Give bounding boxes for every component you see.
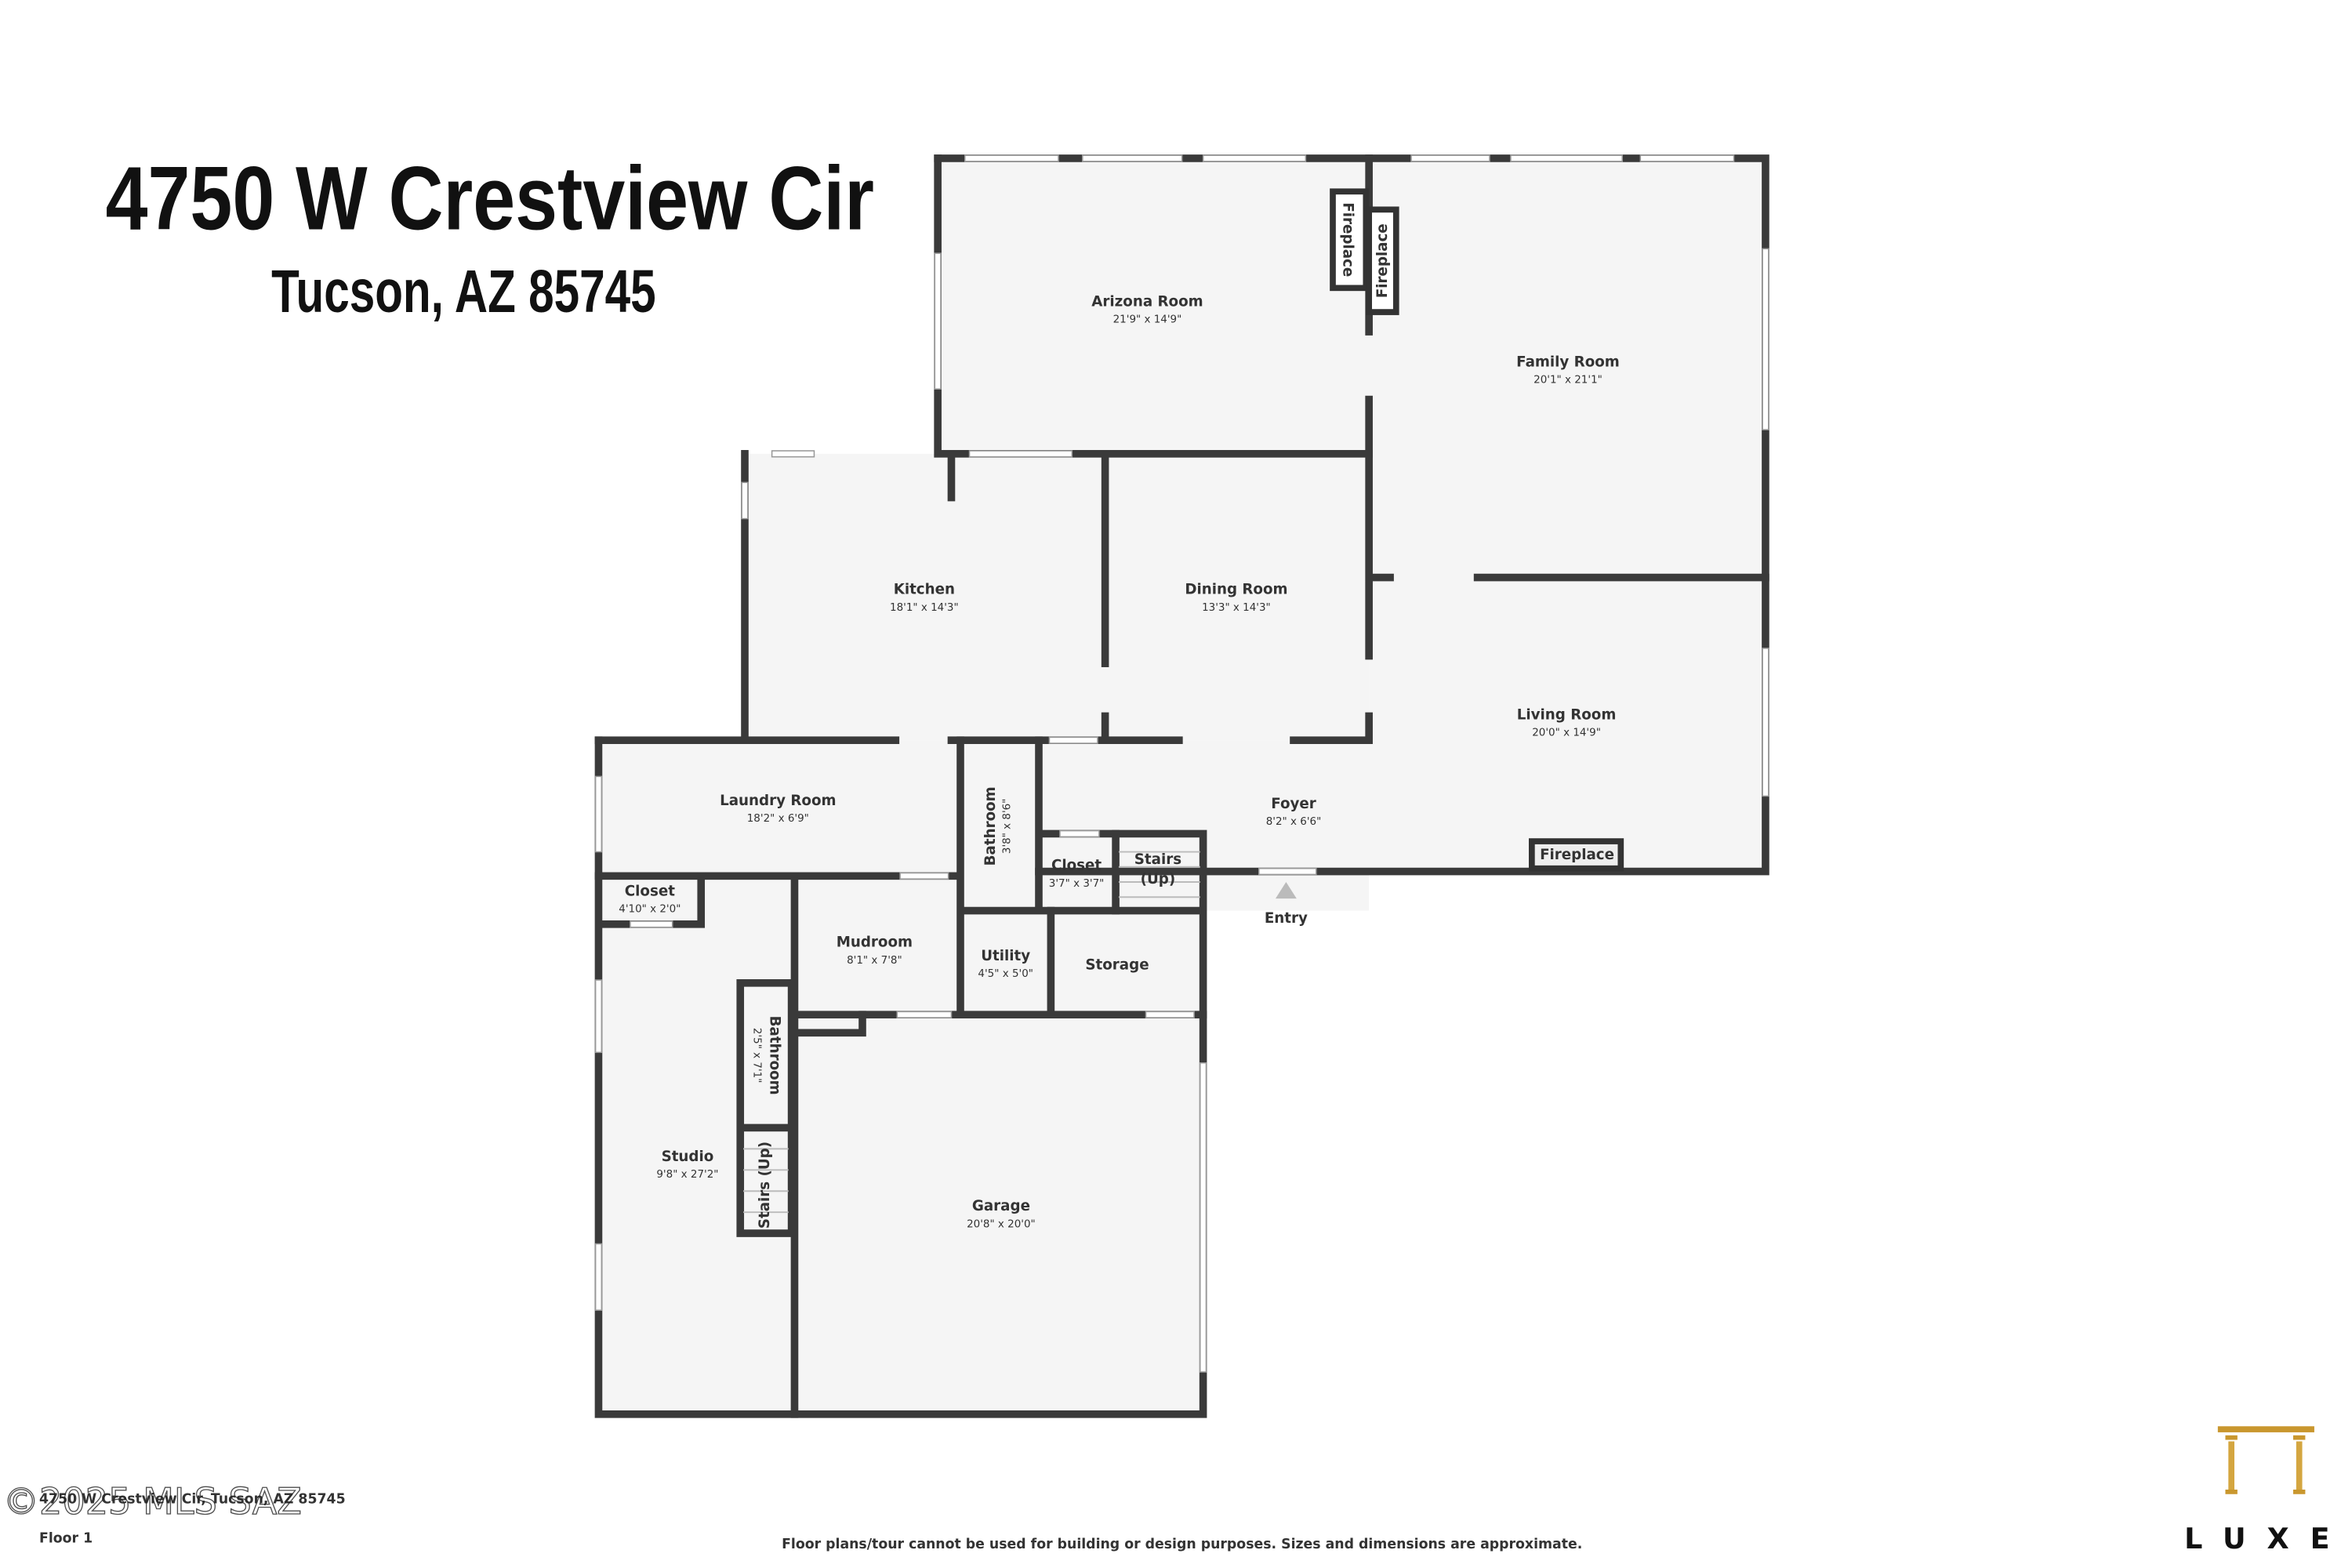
- room-name: Dining Room: [1185, 582, 1287, 598]
- room-dims: 20'1" x 21'1": [1534, 374, 1602, 386]
- room-dims: 2'5" x 7'1": [751, 1028, 763, 1083]
- room-name: (Up): [1141, 871, 1176, 887]
- room-name: Foyer: [1271, 796, 1316, 812]
- room-labels: Arizona Room 21'9" x 14'9" Family Room 2…: [619, 293, 1620, 1230]
- room-dims: 4'5" x 5'0": [978, 968, 1033, 980]
- room-name: Garage: [972, 1198, 1030, 1214]
- address-title: 4750 W Crestview Cir: [106, 147, 874, 249]
- fireplaces: Fireplace Fireplace Fireplace: [1330, 188, 1624, 872]
- room-name: Family Room: [1516, 354, 1620, 370]
- room-dims: 20'8" x 20'0": [967, 1218, 1036, 1230]
- room-dims: 13'3" x 14'3": [1202, 602, 1271, 614]
- room-name: Kitchen: [894, 582, 955, 598]
- room-dims: 3'7" x 3'7": [1049, 878, 1105, 890]
- disclaimer: Floor plans/tour cannot be used for buil…: [782, 1537, 1582, 1552]
- room-name: Laundry Room: [720, 793, 836, 809]
- address-subtitle: Tucson, AZ 85745: [271, 258, 655, 325]
- room-dims: 9'8" x 27'2": [656, 1169, 718, 1181]
- logo-text: LUXE: [2184, 1522, 2350, 1555]
- room-name: Stairs (Up): [757, 1142, 773, 1229]
- room-dims: 20'0" x 14'9": [1532, 727, 1601, 739]
- mls-watermark: ©2025 MLS SAZ: [3, 1480, 302, 1523]
- floor-label: Floor 1: [39, 1530, 93, 1546]
- room-name: Closet: [625, 883, 675, 899]
- entry-arrow-icon: [1275, 882, 1297, 899]
- windows: [594, 154, 1769, 1373]
- room-name: Bathroom: [767, 1016, 783, 1095]
- room-fills: [598, 158, 1766, 1414]
- entry-label: Entry: [1265, 910, 1308, 927]
- footer-address: 4750 W Crestview Cir, Tucson, AZ 85745: [39, 1491, 346, 1507]
- room-name: Living Room: [1517, 706, 1617, 723]
- fireplace-label: Fireplace: [1339, 202, 1356, 277]
- room-name: Utility: [981, 948, 1030, 964]
- fireplace-label: Fireplace: [1374, 223, 1391, 298]
- room-dims: 8'1" x 7'8": [847, 955, 902, 967]
- room-dims: 18'1" x 14'3": [890, 602, 959, 614]
- room-name: Mudroom: [837, 935, 913, 951]
- room-name: Bathroom: [982, 786, 999, 866]
- stairs-treads: [743, 851, 1200, 1214]
- room-dims: 3'8" x 8'6": [1001, 799, 1013, 855]
- luxe-logo: LUXE: [2184, 1426, 2350, 1555]
- room-name: Studio: [662, 1149, 714, 1165]
- room-dims: 21'9" x 14'9": [1113, 314, 1182, 326]
- room-dims: 18'2" x 6'9": [747, 813, 809, 825]
- room-name: Storage: [1085, 957, 1149, 974]
- room-name: Stairs: [1134, 851, 1181, 868]
- room-name: Closet: [1051, 858, 1102, 874]
- room-dims: 8'2" x 6'6": [1266, 816, 1322, 828]
- room-name: Arizona Room: [1091, 293, 1203, 310]
- room-dims: 4'10" x 2'0": [619, 903, 681, 915]
- fireplace-label: Fireplace: [1540, 847, 1614, 863]
